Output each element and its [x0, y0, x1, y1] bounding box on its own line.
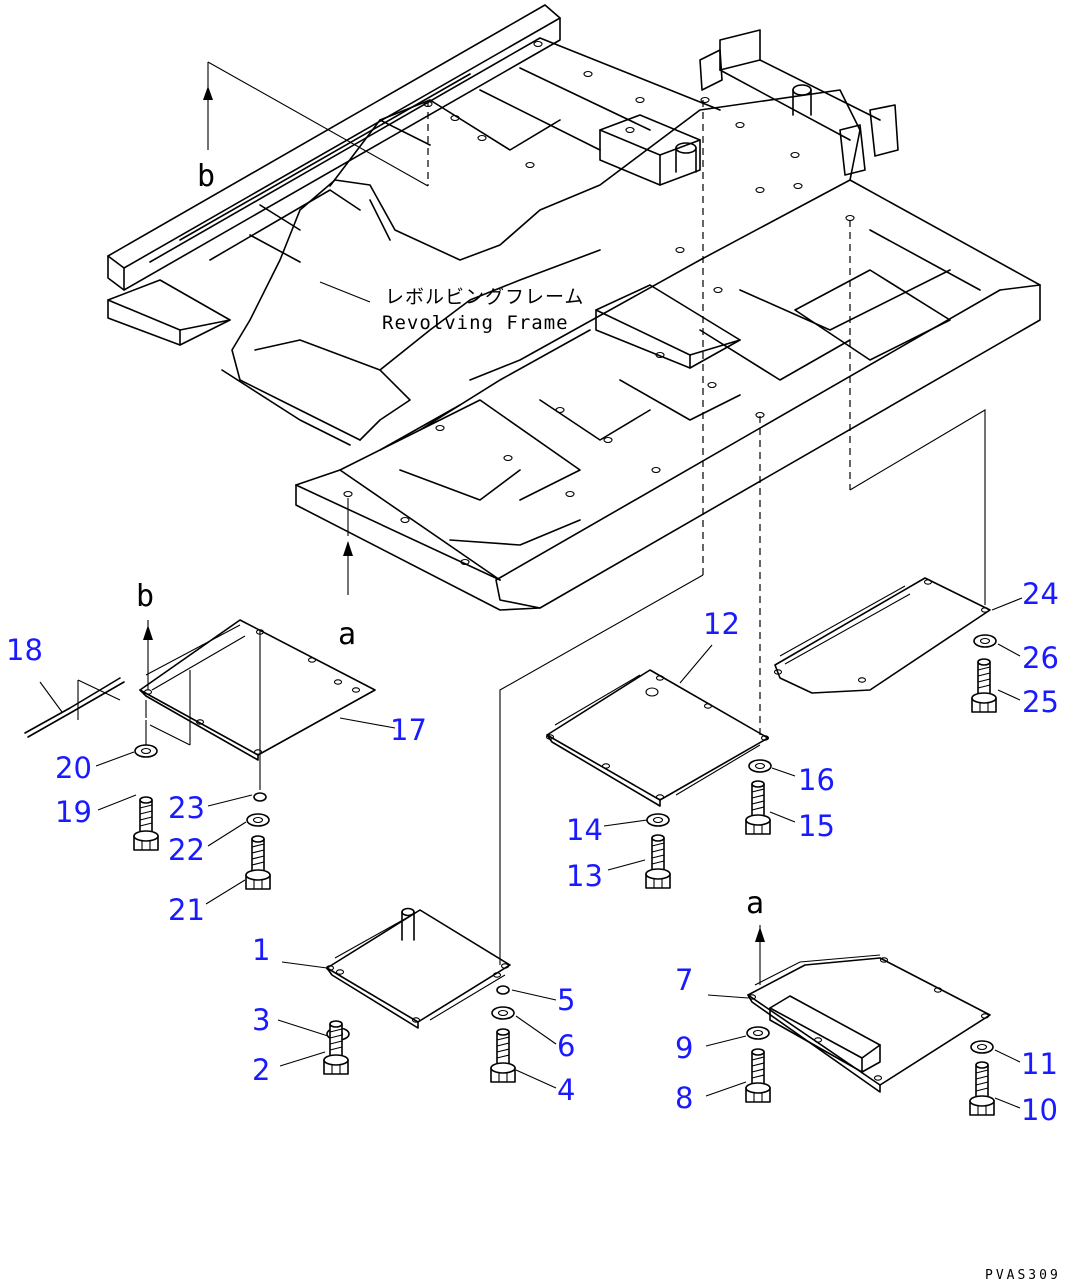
callout-19: 19: [55, 795, 92, 829]
callout-20: 20: [55, 751, 92, 785]
washer-14: [646, 813, 670, 827]
callout-23: 23: [168, 791, 205, 825]
view-arrow-a-frame: a: [338, 498, 356, 652]
frame-bolt-holes: [343, 40, 855, 566]
washer-11: [970, 1040, 994, 1054]
washer-9: [746, 1026, 770, 1040]
callout-1: 1: [252, 933, 270, 967]
frame-label-jp: レボルビングフレーム: [385, 286, 584, 308]
view-arrow-b-cover: b: [136, 579, 154, 690]
washer-22: [246, 813, 270, 827]
callout-17: 17: [390, 713, 427, 747]
fasteners: [133, 634, 997, 1116]
cover-17: [139, 619, 396, 761]
leader-lines: [259, 100, 986, 965]
frame-label-en: Revolving Frame: [382, 312, 569, 334]
view-arrow-a-cover: a: [746, 886, 765, 985]
figure-code: PVAS309: [985, 1268, 1061, 1283]
callout-numbers: 1 2 3 4 5 6 7 8 9 10 11 12 13 14 15 16 1…: [6, 577, 1059, 1127]
cover-12: [545, 644, 770, 807]
washer-26: [973, 634, 997, 648]
view-arrow-b-top: b: [197, 61, 429, 194]
bolt-13: [645, 834, 671, 889]
callout-9: 9: [675, 1031, 693, 1065]
cover-7: [707, 954, 991, 1093]
bolt-21: [245, 835, 271, 890]
callout-26: 26: [1022, 641, 1059, 675]
callout-5: 5: [557, 983, 575, 1017]
bolt-10: [969, 1061, 995, 1116]
washer-5: [496, 985, 510, 995]
washer-20: [134, 744, 158, 758]
view-mark-a-cover: a: [746, 886, 764, 921]
callout-2: 2: [252, 1053, 270, 1087]
callout-leaders: [95, 643, 1021, 1109]
washer-23: [253, 792, 267, 802]
callout-25: 25: [1022, 685, 1059, 719]
view-mark-a-frame: a: [338, 617, 356, 652]
callout-13: 13: [566, 859, 603, 893]
bolt-25: [971, 658, 997, 713]
callout-6: 6: [557, 1029, 575, 1063]
callout-4: 4: [557, 1073, 575, 1107]
cover-1: [281, 907, 511, 1029]
view-mark-b-top: b: [197, 159, 215, 194]
callout-3: 3: [252, 1003, 270, 1037]
callout-21: 21: [168, 893, 205, 927]
callout-16: 16: [798, 763, 835, 797]
callout-11: 11: [1021, 1047, 1058, 1081]
strip-18: [24, 677, 125, 738]
washer-6: [491, 1006, 515, 1020]
callout-12: 12: [703, 607, 740, 641]
callout-24: 24: [1022, 577, 1059, 611]
bolt-15: [745, 780, 771, 835]
bolt-19: [133, 796, 159, 851]
callout-18: 18: [6, 633, 43, 667]
callout-14: 14: [566, 813, 603, 847]
bolt-4: [490, 1028, 516, 1083]
callout-22: 22: [168, 833, 205, 867]
view-mark-b-cover: b: [136, 579, 154, 614]
callout-15: 15: [798, 809, 835, 843]
frame-label: レボルビングフレーム Revolving Frame: [319, 281, 584, 334]
callout-8: 8: [675, 1081, 693, 1115]
washer-16: [748, 759, 772, 773]
bolt-8: [745, 1048, 771, 1103]
revolving-frame: [107, 4, 1041, 611]
callout-10: 10: [1021, 1093, 1058, 1127]
cover-24: [773, 577, 1023, 694]
callout-7: 7: [675, 963, 693, 997]
